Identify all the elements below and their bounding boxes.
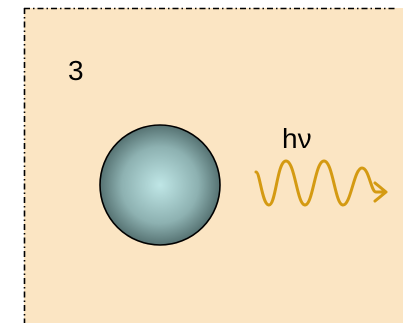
particle-sphere [100, 125, 220, 245]
panel-label: 3 [68, 55, 84, 86]
photon-label: hν [282, 123, 312, 154]
